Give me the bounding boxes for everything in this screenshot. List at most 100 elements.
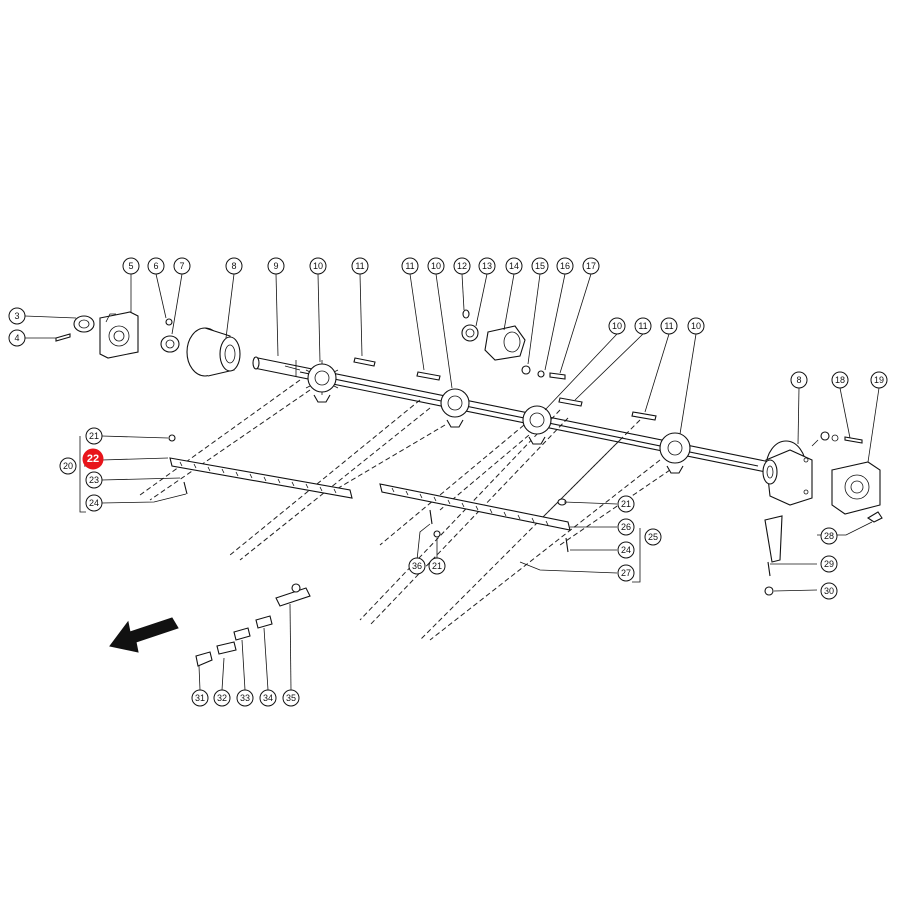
callout-35: 35 [282,689,300,707]
svg-text:12: 12 [457,261,467,271]
svg-text:19: 19 [874,375,884,385]
callout-20: 20 [59,457,77,475]
svg-text:7: 7 [179,261,184,271]
right-grease-nipple [866,511,883,523]
sprocket-d [659,432,691,474]
callout-10-a: 10 [309,257,327,275]
callout-21-b: 21 [617,495,635,513]
callout-24-b: 24 [617,541,635,559]
svg-text:27: 27 [621,568,631,578]
svg-text:21: 21 [89,431,99,441]
svg-text:32: 32 [217,693,227,703]
svg-text:8: 8 [796,375,801,385]
svg-text:33: 33 [240,693,250,703]
svg-text:21: 21 [621,499,631,509]
svg-text:10: 10 [691,321,701,331]
callout-10-b: 10 [427,257,445,275]
callout-5: 5 [122,257,140,275]
svg-text:11: 11 [638,321,647,331]
callout-11-b: 11 [401,257,419,275]
callout-8-right: 8 [790,371,808,389]
callout-26: 26 [617,518,635,536]
svg-text:13: 13 [482,261,492,271]
svg-text:10: 10 [612,321,622,331]
right-bolt-set [811,431,863,447]
sprocket-b [440,388,470,428]
callout-6: 6 [147,257,165,275]
svg-text:3: 3 [14,311,19,321]
svg-text:11: 11 [405,261,414,271]
svg-text:26: 26 [621,522,631,532]
callout-19: 19 [870,371,888,389]
svg-text:11: 11 [664,321,673,331]
svg-text:16: 16 [560,261,570,271]
svg-text:35: 35 [286,693,296,703]
assembly-guide-lines [139,379,671,641]
callout-16: 16 [556,257,574,275]
svg-text:25: 25 [648,532,658,542]
shaft-keys [353,357,657,421]
svg-text:20: 20 [63,461,73,471]
svg-text:24: 24 [621,545,631,555]
callout-18: 18 [831,371,849,389]
left-bearing-insert [55,315,95,342]
scraper-bar-left [168,434,353,499]
svg-text:17: 17 [586,261,596,271]
right-bearing-housing [831,461,881,515]
callout-13: 13 [478,257,496,275]
svg-text:18: 18 [835,375,845,385]
callout-34: 34 [259,689,277,707]
left-bearing-housing [99,311,139,359]
travel-direction-arrow-icon [109,617,179,653]
svg-text:36: 36 [412,561,422,571]
svg-text:24: 24 [89,498,99,508]
svg-text:28: 28 [824,531,834,541]
svg-text:34: 34 [263,693,273,703]
callout-14: 14 [505,257,523,275]
callout-9: 9 [267,257,285,275]
callout-10-c: 10 [608,317,626,335]
callout-12: 12 [453,257,471,275]
callout-10-d: 10 [687,317,705,335]
callout-22-highlighted[interactable]: 22 [82,448,104,470]
center-flange-housing [484,325,566,380]
svg-text:22: 22 [87,453,99,465]
right-flange-hub [762,440,813,506]
callout-25: 25 [644,528,662,546]
callout-11-d: 11 [660,317,678,335]
callout-3: 3 [8,307,26,325]
callout-23: 23 [85,471,103,489]
scraper-bar-right [379,483,571,553]
sprocket-a [305,360,339,403]
callout-27: 27 [617,564,635,582]
callout-7: 7 [173,257,191,275]
svg-text:30: 30 [824,586,834,596]
sprocket-c [522,405,552,445]
callout-4: 4 [8,329,26,347]
svg-text:21: 21 [432,561,442,571]
callout-31: 31 [191,689,209,707]
svg-text:15: 15 [535,261,545,271]
svg-text:10: 10 [431,261,441,271]
callout-8-left: 8 [225,257,243,275]
svg-text:4: 4 [14,333,19,343]
leader-lines [24,273,880,691]
svg-text:31: 31 [195,693,205,703]
center-bearing-insert [461,309,479,342]
callout-24-a: 24 [85,494,103,512]
svg-text:6: 6 [153,261,158,271]
callout-21-a: 21 [85,427,103,445]
callout-15: 15 [531,257,549,275]
callout-17: 17 [582,257,600,275]
svg-text:23: 23 [89,475,99,485]
left-flange-hub [186,327,241,377]
svg-text:9: 9 [273,261,278,271]
callout-11-c: 11 [634,317,652,335]
svg-text:5: 5 [128,261,133,271]
svg-text:11: 11 [355,261,364,271]
callout-32: 32 [213,689,231,707]
callout-29: 29 [820,555,838,573]
callout-28: 28 [820,527,838,545]
svg-text:8: 8 [231,261,236,271]
